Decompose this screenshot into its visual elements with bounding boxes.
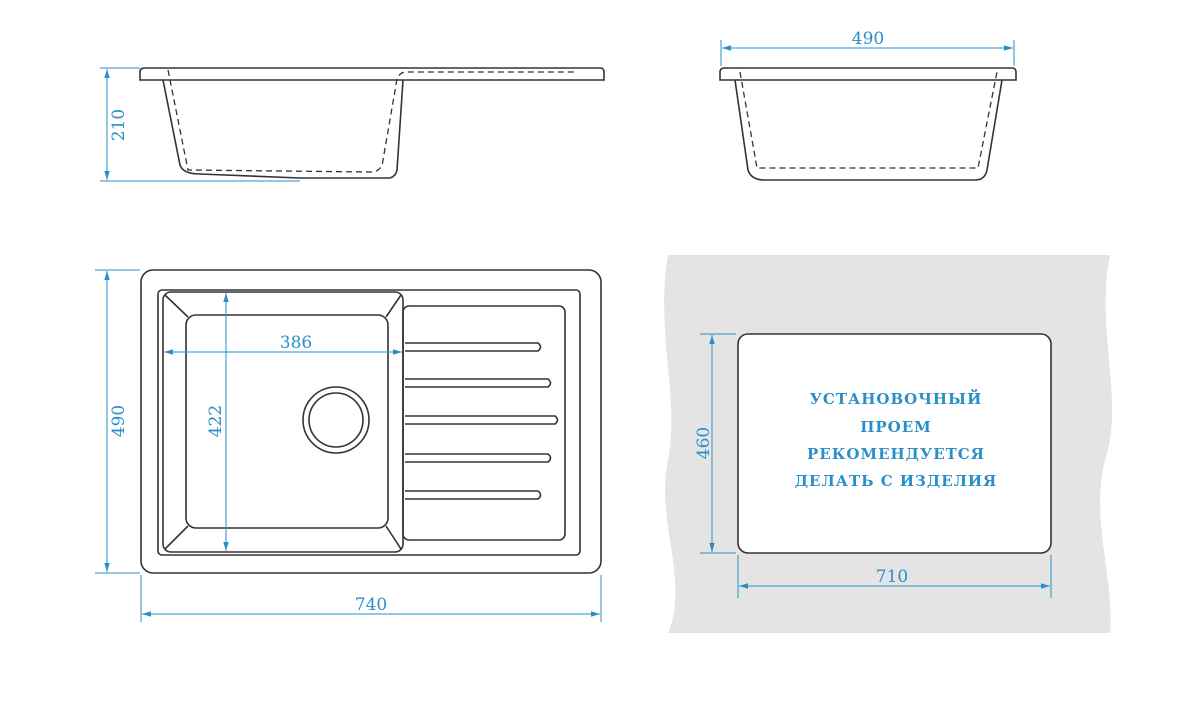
dim-top-width: 740: [355, 595, 387, 615]
svg-text:проем: проем: [860, 418, 932, 436]
side-view-short: 490: [719, 29, 1017, 181]
side-view-long: 210: [100, 67, 605, 182]
dim-cutout-depth: 460: [694, 427, 714, 459]
dim-side-height: 210: [109, 109, 129, 141]
svg-text:рекомендуется: рекомендуется: [807, 445, 985, 463]
drain-icon: [302, 386, 370, 454]
countertop-cutout-view: 460 710 Установочный проем рекомендуется…: [664, 255, 1113, 633]
dim-front-width: 490: [852, 29, 884, 49]
dim-bowl-width: 386: [280, 333, 312, 353]
svg-text:делать с изделия: делать с изделия: [795, 472, 998, 490]
installation-note: Установочный проем рекомендуется делать …: [795, 389, 998, 490]
drainboard: [402, 305, 566, 541]
dim-top-depth: 490: [109, 405, 129, 437]
drainboard-ribs: [405, 342, 559, 500]
top-view: 490 740 386 422: [95, 269, 602, 622]
svg-text:Установочный: Установочный: [810, 389, 983, 408]
dim-bowl-depth: 422: [206, 405, 226, 437]
dim-cutout-width: 710: [876, 567, 908, 587]
